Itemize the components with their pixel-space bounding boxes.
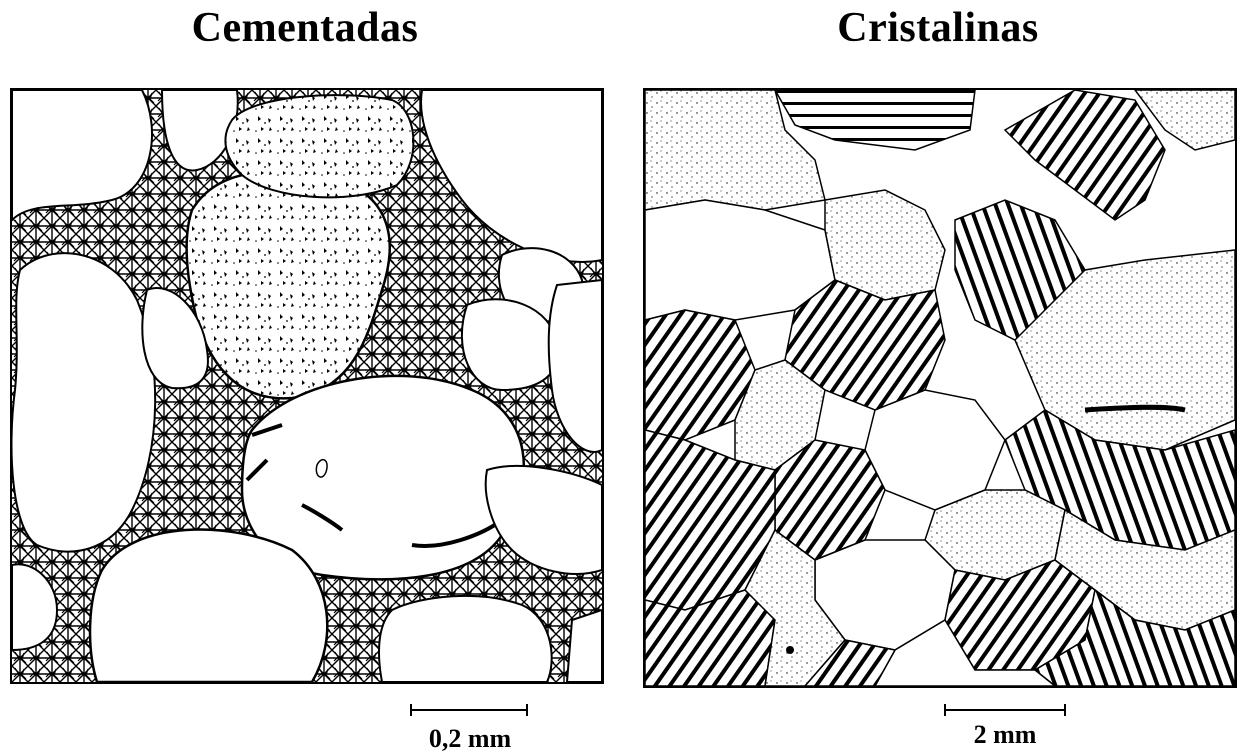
grain — [12, 253, 155, 551]
grain — [567, 610, 602, 682]
crystalline-rock-drawing — [645, 90, 1235, 686]
scale-bar-right — [944, 704, 1066, 716]
panel-title-cementadas: Cementadas — [10, 4, 600, 52]
crystal-inclusion — [786, 646, 794, 654]
crystal — [645, 590, 775, 686]
cemented-rock-illustration — [10, 88, 604, 684]
crystal-inclusion — [1085, 407, 1185, 410]
speckled-grain — [225, 95, 413, 197]
large-grain — [90, 530, 327, 682]
cemented-rock-drawing — [12, 90, 602, 682]
crystalline-rock-illustration — [643, 88, 1237, 688]
scale-label-left: 0,2 mm — [400, 724, 540, 754]
grain — [379, 596, 552, 682]
panel-title-cristalinas: Cristalinas — [643, 4, 1233, 52]
scale-label-right: 2 mm — [935, 720, 1075, 750]
scale-bar-left — [410, 704, 528, 716]
